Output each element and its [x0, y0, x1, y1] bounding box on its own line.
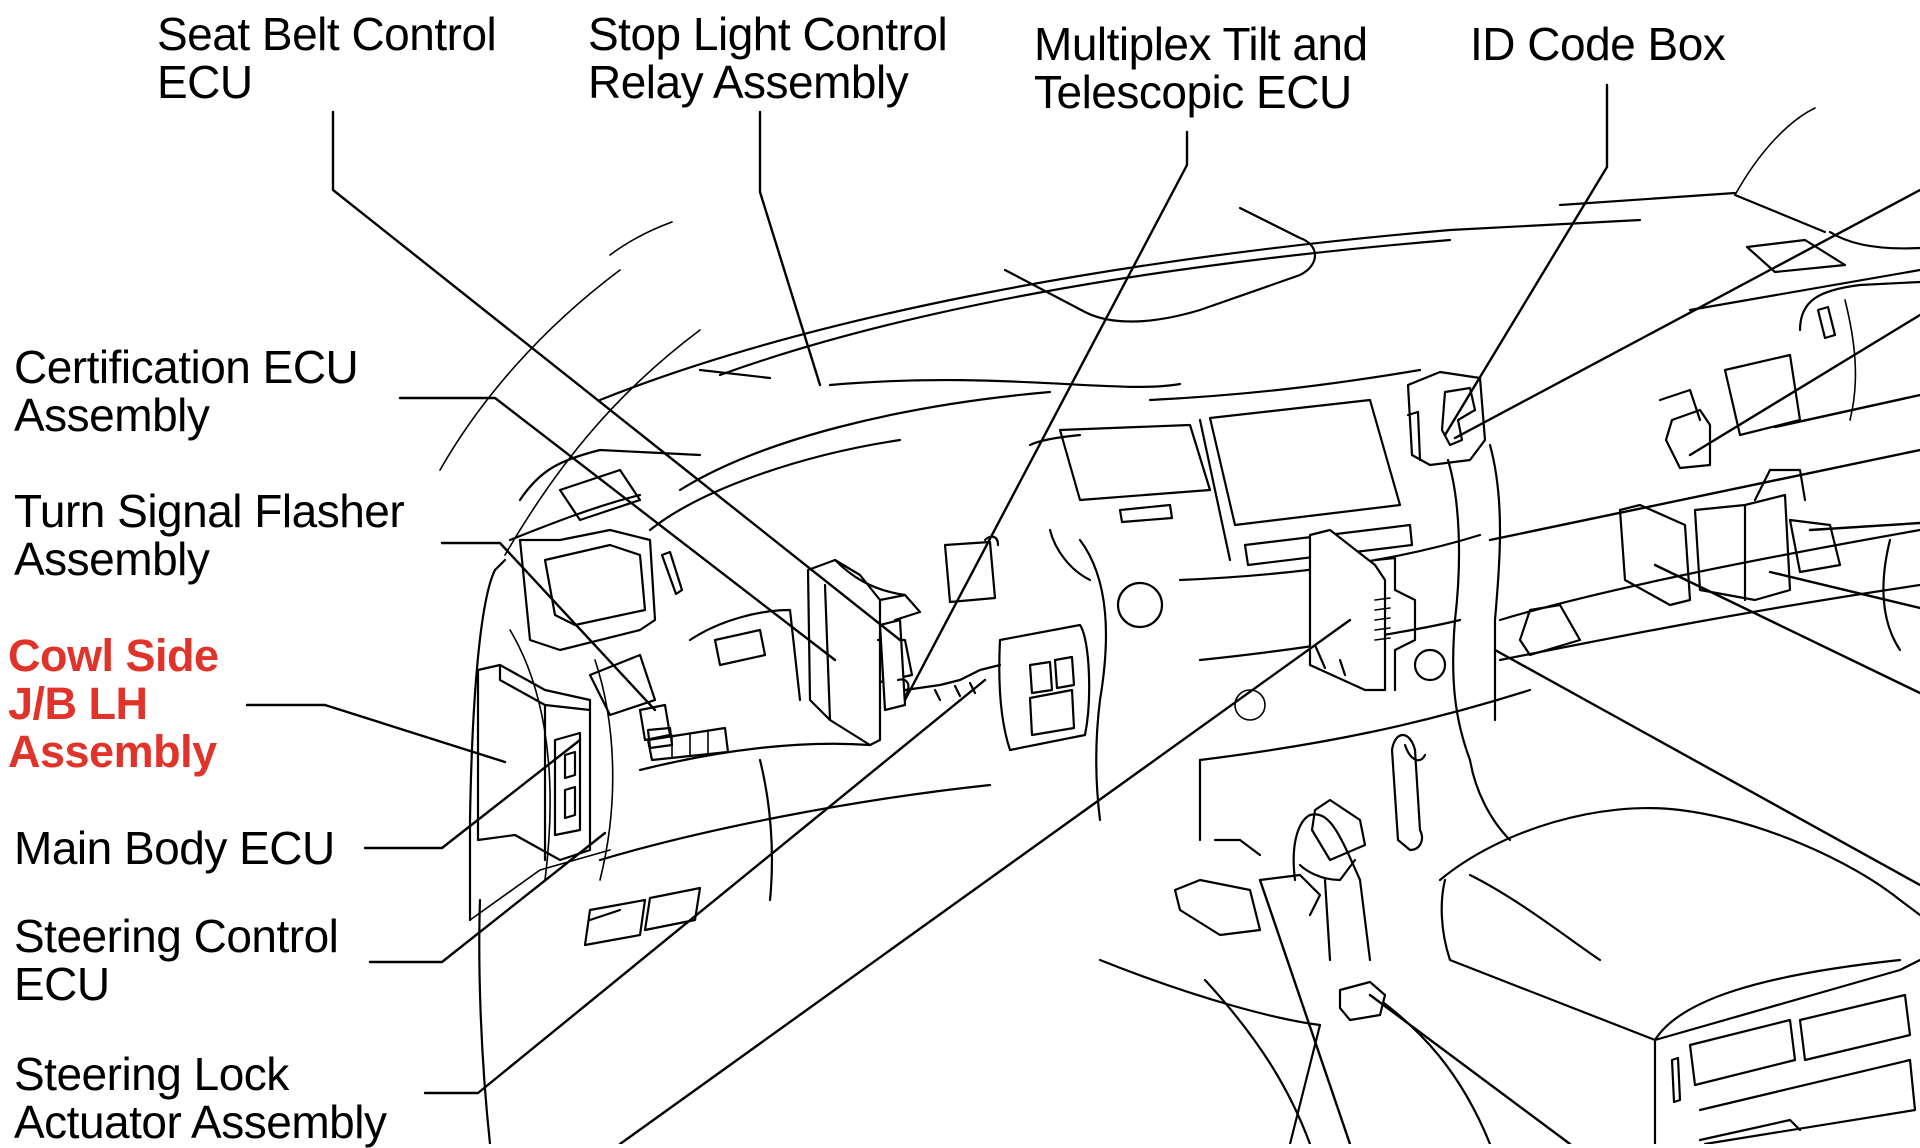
label-line: ID Code Box [1470, 18, 1726, 70]
leader-right-2 [1688, 313, 1920, 457]
label-line: Main Body ECU [14, 822, 335, 874]
leader-right-4 [1488, 448, 1920, 542]
label-cowl-side-jb-lh-assembly: Cowl Side J/B LH Assembly [8, 632, 219, 776]
label-line: Seat Belt Control [157, 8, 497, 60]
leader-bottom-2 [1368, 993, 1572, 1144]
leader-right-5 [1808, 521, 1920, 532]
label-line: J/B LH [8, 678, 148, 729]
label-steering-lock-actuator-assembly: Steering Lock Actuator Assembly [14, 1048, 387, 1148]
label-line: Stop Light Control [588, 8, 948, 60]
label-line: Assembly [14, 389, 210, 441]
leader-stop-light-control-relay [758, 110, 822, 387]
leader-steering-control-ecu [368, 831, 607, 964]
leader-bottom-3 [618, 618, 1352, 1144]
label-stop-light-control-relay-assembly: Stop Light Control Relay Assembly [588, 8, 948, 108]
label-line: ECU [157, 56, 253, 108]
leader-right-8 [1493, 648, 1920, 887]
label-multiplex-tilt-telescopic-ecu: Multiplex Tilt and Telescopic ECU [1034, 20, 1368, 116]
label-line: Assembly [14, 533, 210, 585]
leader-right-6 [1768, 570, 1920, 610]
label-line: Actuator Assembly [14, 1096, 387, 1148]
label-certification-ecu-assembly: Certification ECU Assembly [14, 341, 359, 441]
label-line: Turn Signal Flasher [14, 485, 405, 537]
label-line: Multiplex Tilt and [1034, 18, 1368, 70]
label-steering-control-ecu: Steering Control ECU [14, 910, 339, 1010]
label-line: Relay Assembly [588, 56, 909, 108]
label-seat-belt-control-ecu: Seat Belt Control ECU [157, 8, 497, 108]
label-line: Steering Lock [14, 1048, 289, 1100]
dashboard-outline [439, 107, 1920, 1144]
leader-steering-lock-actuator [423, 678, 987, 1095]
leader-right-1 [1453, 188, 1920, 440]
label-line: ECU [14, 958, 110, 1010]
leader-bottom-1 [1258, 878, 1352, 1144]
leader-seat-belt-control-ecu [331, 110, 902, 642]
label-line: Cowl Side [8, 630, 219, 681]
label-line: Steering Control [14, 910, 339, 962]
leader-right-3 [1773, 393, 1920, 429]
leader-id-code-box [1443, 83, 1609, 437]
leader-cowl-side-jb-lh [245, 703, 507, 764]
leader-lines [245, 83, 1920, 1144]
leader-certification-ecu [398, 396, 837, 662]
leader-multiplex-tilt-telescopic-ecu [903, 130, 1189, 702]
label-line: Certification ECU [14, 341, 359, 393]
leader-turn-signal-flasher [440, 541, 657, 712]
label-line: Telescopic ECU [1034, 66, 1352, 118]
label-id-code-box: ID Code Box [1470, 18, 1726, 70]
leader-main-body-ecu [363, 738, 582, 850]
label-line: Assembly [8, 726, 217, 777]
leader-right-7 [1653, 563, 1920, 695]
label-main-body-ecu: Main Body ECU [14, 824, 335, 872]
label-turn-signal-flasher-assembly: Turn Signal Flasher Assembly [14, 485, 405, 585]
